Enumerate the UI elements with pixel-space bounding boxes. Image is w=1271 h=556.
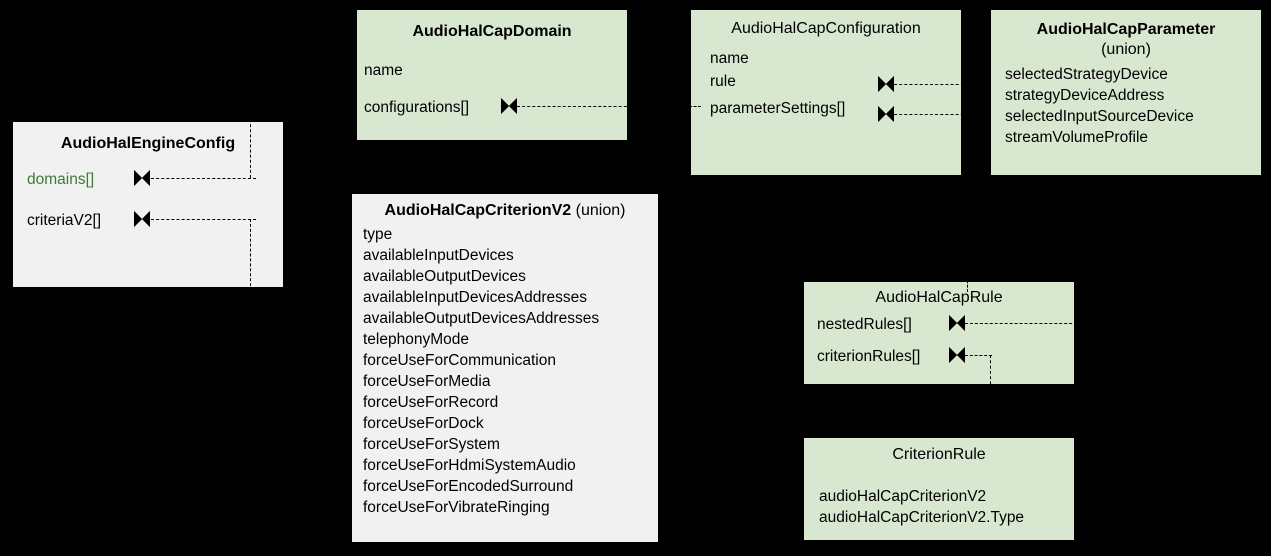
composition-diamond-configurations: [501, 98, 517, 114]
class-title-audio-hal-cap-criterion-v2: AudioHalCapCriterionV2 (union): [352, 201, 658, 221]
field-available-input-devices: availableInputDevices: [363, 247, 514, 264]
field-force-use-for-dock: forceUseForDock: [363, 415, 484, 432]
class-title-audio-hal-cap-configuration: AudioHalCapConfiguration: [731, 20, 921, 37]
connector-domains-vertical: [250, 122, 251, 178]
connector-rule-horizontal: [894, 84, 961, 85]
field-list-criterion-v2: type availableInputDevices availableOutp…: [352, 224, 658, 518]
field-criterion-rules: criterionRules[]: [817, 348, 921, 365]
connector-configurations-horizontal: [517, 106, 627, 107]
class-box-criterion-rule[interactable]: CriterionRule audioHalCapCriterionV2 aud…: [804, 438, 1074, 540]
class-box-audio-hal-engine-config[interactable]: AudioHalEngineConfig domains[] criteriaV…: [13, 122, 283, 287]
class-box-audio-hal-cap-parameter[interactable]: AudioHalCapParameter (union) selectedStr…: [991, 10, 1261, 175]
class-box-audio-hal-cap-configuration[interactable]: AudioHalCapConfiguration name rule param…: [691, 10, 961, 175]
connector-criteria-vertical: [250, 219, 251, 287]
class-title-audio-hal-engine-config: AudioHalEngineConfig: [60, 135, 236, 152]
field-force-use-for-hdmi-system-audio: forceUseForHdmiSystemAudio: [363, 457, 576, 474]
field-force-use-for-system: forceUseForSystem: [363, 436, 500, 453]
connector-incoming-rule-stub: [967, 282, 968, 292]
field-audio-hal-cap-criterion-v2: audioHalCapCriterionV2: [819, 488, 987, 505]
field-config-name: name: [710, 50, 749, 67]
class-box-audio-hal-cap-criterion-v2[interactable]: AudioHalCapCriterionV2 (union) type avai…: [352, 194, 658, 542]
class-title-audio-hal-cap-parameter: AudioHalCapParameter: [1036, 21, 1216, 38]
composition-diamond-nested-rules: [949, 315, 965, 331]
class-kind-audio-hal-cap-parameter: (union): [1101, 41, 1151, 58]
composition-diamond-criterion-rules: [949, 347, 965, 363]
connector-criterion-rules-vertical: [990, 355, 991, 384]
field-force-use-for-media: forceUseForMedia: [363, 373, 491, 390]
field-strategy-device-address: strategyDeviceAddress: [1005, 87, 1165, 104]
field-criteria-v2: criteriaV2[]: [27, 212, 102, 229]
field-force-use-for-communication: forceUseForCommunication: [363, 352, 556, 369]
field-domains: domains[]: [27, 171, 95, 188]
field-available-output-devices-addresses: availableOutputDevicesAddresses: [363, 310, 600, 327]
composition-diamond-criteria-v2: [134, 211, 150, 227]
class-title-text: AudioHalCapCriterionV2: [384, 202, 572, 219]
field-type: type: [363, 226, 393, 243]
field-rule: rule: [710, 73, 736, 90]
field-name: name: [364, 62, 403, 79]
composition-diamond-rule: [878, 76, 894, 92]
field-telephony-mode: telephonyMode: [363, 331, 469, 348]
field-available-output-devices: availableOutputDevices: [363, 268, 526, 285]
field-force-use-for-record: forceUseForRecord: [363, 394, 499, 411]
connector-parameter-settings-horizontal: [894, 114, 961, 115]
connector-incoming-configurations-stub: [691, 106, 701, 107]
class-title-audio-hal-cap-domain: AudioHalCapDomain: [412, 23, 572, 40]
field-force-use-for-encoded-surround: forceUseForEncodedSurround: [363, 478, 574, 495]
field-parameter-settings: parameterSettings[]: [710, 100, 846, 117]
class-title-criterion-rule: CriterionRule: [892, 446, 986, 463]
connector-nested-rules-horizontal: [965, 323, 1074, 324]
class-box-audio-hal-cap-domain[interactable]: AudioHalCapDomain name configurations[]: [357, 10, 627, 140]
connector-criteria-horizontal: [151, 219, 256, 220]
class-title-audio-hal-cap-rule: AudioHalCapRule: [875, 289, 1003, 306]
field-audio-hal-cap-criterion-v2-type: audioHalCapCriterionV2.Type: [819, 509, 1025, 526]
class-kind-audio-hal-cap-criterion-v2: (union): [575, 202, 626, 219]
composition-diamond-domains: [134, 170, 150, 186]
connector-criterion-rules-horizontal: [965, 355, 992, 356]
field-available-input-devices-addresses: availableInputDevicesAddresses: [363, 289, 588, 306]
field-selected-strategy-device: selectedStrategyDevice: [1005, 66, 1168, 83]
connector-domains-horizontal: [151, 178, 256, 179]
field-nested-rules: nestedRules[]: [817, 316, 912, 333]
connector-parameter-settings-gap: [961, 114, 993, 115]
class-box-audio-hal-cap-rule[interactable]: AudioHalCapRule nestedRules[] criterionR…: [804, 282, 1074, 384]
field-selected-input-source-device: selectedInputSourceDevice: [1005, 108, 1194, 125]
composition-diamond-parameter-settings: [878, 106, 894, 122]
field-force-use-for-vibrate-ringing: forceUseForVibrateRinging: [363, 499, 550, 516]
field-stream-volume-profile: streamVolumeProfile: [1005, 129, 1149, 146]
field-configurations: configurations[]: [364, 99, 470, 116]
